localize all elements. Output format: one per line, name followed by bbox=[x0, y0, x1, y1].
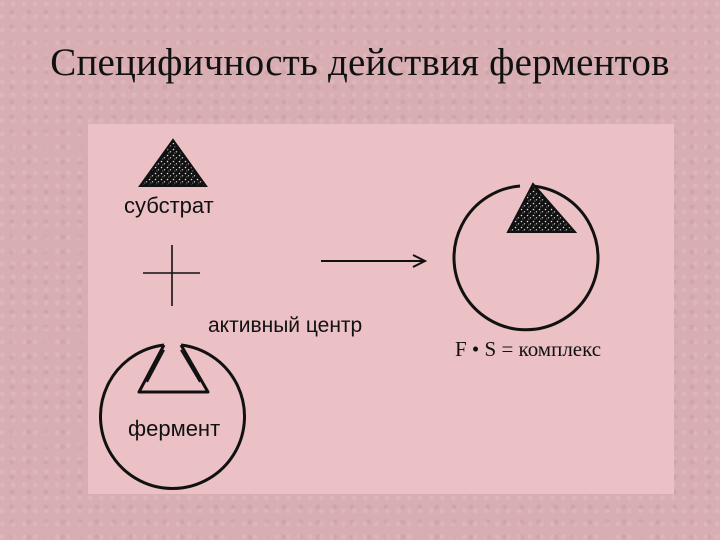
substrate-triangle bbox=[138, 138, 208, 187]
enzyme-label: фермент bbox=[128, 416, 221, 441]
reaction-arrow bbox=[321, 254, 428, 268]
complex-circle bbox=[452, 184, 600, 332]
diagram-canvas bbox=[99, 138, 600, 490]
complex-label: F • S = комплекс bbox=[455, 337, 602, 361]
active-center-label: активный центр bbox=[208, 314, 363, 337]
complex-substrate-triangle bbox=[506, 182, 578, 233]
active-center-notch bbox=[137, 344, 210, 394]
substrate-label: субстрат bbox=[124, 193, 214, 218]
plus-sign bbox=[143, 245, 200, 306]
slide-title: Специфичность действия ферментов bbox=[50, 41, 670, 84]
enzyme-circle bbox=[99, 343, 246, 490]
diagram-panel: субстрат активный центр фермент F • S = … bbox=[88, 124, 674, 494]
